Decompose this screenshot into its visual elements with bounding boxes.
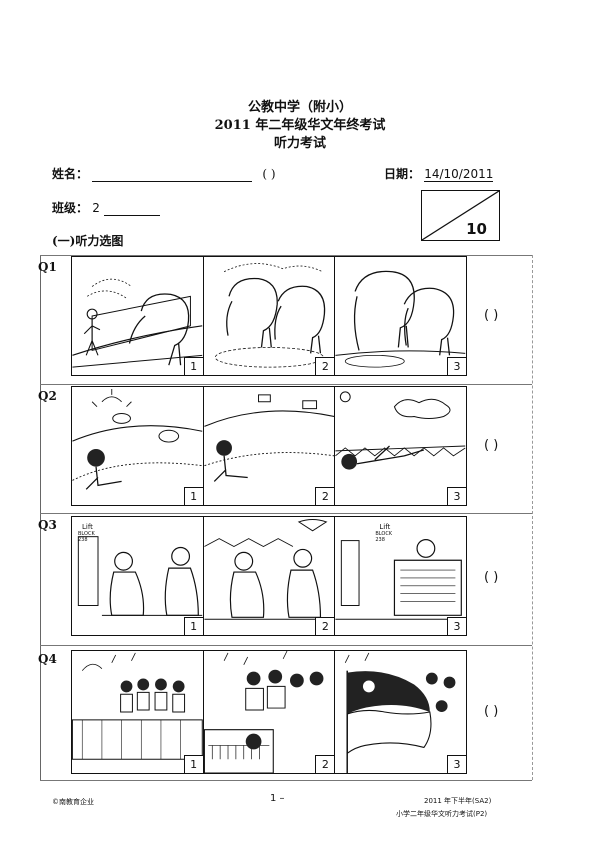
child-lying-clouds-icon	[335, 391, 466, 470]
child-watching-sheep-icon	[72, 388, 203, 490]
q3-picture-3[interactable]: Lift BLOCK 238 3	[335, 517, 467, 635]
children-singing-piano-icon	[203, 651, 324, 773]
two-women-chatting-lift-icon	[77, 536, 203, 616]
paper-title: 听力考试	[273, 136, 326, 151]
footer-page-number: 1 –	[270, 793, 285, 804]
lift-sign: Lift	[82, 523, 93, 531]
picture-number: 3	[447, 755, 467, 773]
footer-paper-desc: 小学二年级华文听力考试(P2)	[396, 810, 488, 818]
picture-number: 2	[315, 617, 335, 635]
question-3-pictures: Lift BLOCK 238 1 2 Lift BLOCK 238 3	[71, 516, 467, 636]
section-title: (一)听力选图	[52, 234, 124, 248]
picture-number: 1	[183, 357, 203, 375]
man-reading-newspaper-icon	[335, 539, 466, 620]
footer-publisher: ©南教育企业	[52, 798, 94, 806]
name-blank[interactable]	[92, 181, 253, 182]
picture-number: 1	[183, 617, 203, 635]
class-blank[interactable]	[104, 215, 161, 216]
left-margin-line	[40, 255, 41, 780]
question-label: Q4	[38, 652, 57, 666]
date-label: 日期：	[384, 167, 421, 181]
block-sign: BLOCK 238	[78, 531, 95, 543]
marks-box: 10	[421, 190, 500, 241]
q3-picture-2[interactable]: 2	[203, 517, 336, 635]
two-women-chatting-park-icon	[203, 518, 334, 620]
child-watching-cows-icon	[203, 394, 335, 482]
block-sign: BLOCK 238	[375, 531, 393, 543]
question-label: Q2	[38, 389, 57, 403]
divider-top	[40, 255, 532, 256]
class-field: 班级： 2	[52, 199, 161, 216]
answer-blank[interactable]: ( )	[484, 438, 499, 453]
name-label: 姓名：	[52, 167, 89, 181]
date-value: 14/10/2011	[424, 167, 494, 182]
divider-bottom	[40, 780, 532, 781]
singapore-flag-children-icon	[345, 652, 456, 773]
elephant-spraying-boy-icon	[72, 278, 203, 368]
picture-number: 2	[315, 487, 335, 505]
picture-number: 3	[447, 357, 467, 375]
class-label: 班级：	[52, 201, 89, 215]
date-field: 日期： 14/10/2011	[384, 165, 494, 182]
elephants-splashing-icon	[214, 263, 325, 368]
q2-picture-2[interactable]: 2	[203, 387, 336, 505]
picture-number: 3	[447, 617, 467, 635]
q4-picture-1[interactable]: 1	[72, 651, 204, 773]
q4-picture-2[interactable]: 2	[203, 651, 336, 773]
school-name: 公教中学（附小）	[247, 100, 352, 115]
children-choir-stage-icon	[72, 652, 203, 760]
q1-picture-2[interactable]: 2	[204, 257, 336, 375]
question-label: Q1	[38, 260, 57, 274]
exam-title: 2011 年二年级华文年终考试	[214, 118, 386, 133]
answer-blank[interactable]: ( )	[484, 570, 499, 585]
q4-picture-3[interactable]: 3	[335, 651, 467, 773]
register-number-paren: ( )	[262, 167, 276, 181]
picture-number: 2	[315, 357, 335, 375]
question-4-pictures: 1 2 3	[71, 650, 467, 774]
picture-number: 1	[183, 755, 203, 773]
picture-number: 2	[315, 755, 335, 773]
question-1-pictures: 1 2 3	[71, 256, 467, 376]
q3-picture-1[interactable]: Lift BLOCK 238 1	[72, 517, 204, 635]
divider-q2	[40, 384, 532, 385]
answer-blank[interactable]: ( )	[484, 308, 499, 323]
marks-total: 10	[466, 220, 487, 238]
answer-blank[interactable]: ( )	[484, 704, 499, 719]
marks-diagonal	[422, 191, 500, 241]
name-field: 姓名： ( )	[52, 165, 276, 182]
footer-term: 2011 年下半年(SA2)	[424, 797, 492, 805]
q2-picture-1[interactable]: 1	[72, 387, 204, 505]
q1-picture-1[interactable]: 1	[72, 257, 204, 375]
picture-number: 3	[447, 487, 467, 505]
q2-picture-3[interactable]: 3	[335, 387, 467, 505]
right-dashed-line	[532, 255, 533, 780]
lift-sign: Lift	[379, 523, 391, 531]
divider-q3	[40, 513, 532, 514]
question-label: Q3	[38, 518, 57, 532]
picture-number: 1	[183, 487, 203, 505]
class-value: 2	[92, 201, 100, 215]
elephants-drinking-icon	[335, 270, 466, 368]
question-2-pictures: 1 2 3	[71, 386, 467, 506]
q1-picture-3[interactable]: 3	[335, 257, 467, 375]
divider-q4	[40, 645, 532, 646]
